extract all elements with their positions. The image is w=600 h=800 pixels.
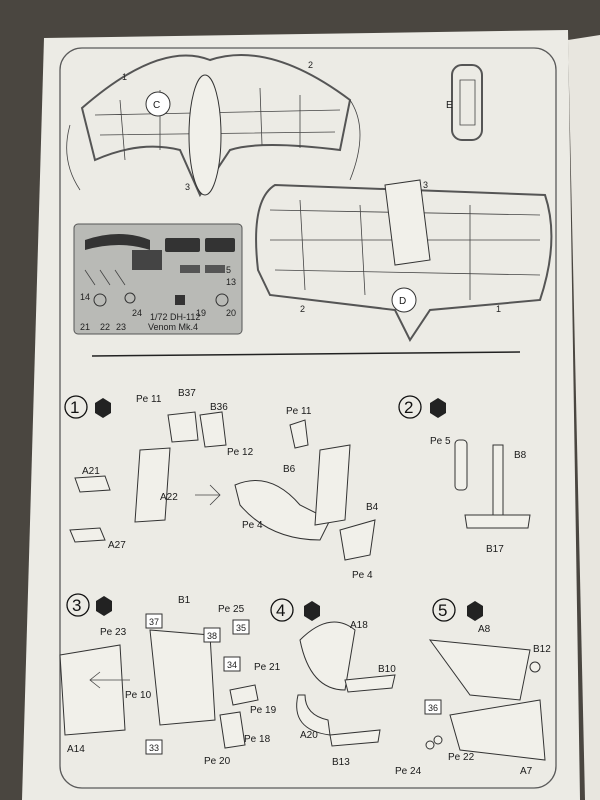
step-3-part-pe23: Pe 23 bbox=[100, 627, 127, 638]
step-3-number: 3 bbox=[72, 596, 81, 615]
step-4-part-a18: A18 bbox=[350, 620, 368, 631]
section-divider bbox=[91, 351, 521, 357]
sprue-d-letter: D bbox=[399, 296, 406, 307]
step-1-part-a22: A22 bbox=[160, 492, 178, 503]
sprue-c-diagram: C 1 2 3 bbox=[66, 54, 361, 198]
sprue-c-num-2: 2 bbox=[308, 60, 313, 70]
step-3-part-pe21: Pe 21 bbox=[254, 662, 281, 673]
step-3-part-b1: B1 bbox=[178, 595, 191, 606]
pe-num-22: 22 bbox=[100, 322, 110, 332]
pe-num-14: 14 bbox=[80, 292, 90, 302]
step-3-part-38: 38 bbox=[207, 631, 217, 641]
step-5-part-pe24: Pe 24 bbox=[395, 766, 422, 777]
sprue-d-num-1: 1 bbox=[496, 304, 501, 314]
sprue-d-diagram: D 3 1 2 bbox=[255, 179, 553, 342]
pe-num-19: 19 bbox=[196, 308, 206, 318]
step-5-part-a7: A7 bbox=[520, 766, 533, 777]
step-1-part-b36: B36 bbox=[210, 402, 228, 413]
sprue-c-num-3: 3 bbox=[185, 182, 190, 192]
step-1-part-pe4-b: Pe 4 bbox=[352, 570, 373, 581]
pe-num-24: 24 bbox=[132, 308, 142, 318]
step-4: 4 A18 B10 A20 B13 bbox=[270, 598, 396, 768]
step-1-part-pe11-a: Pe 11 bbox=[136, 394, 162, 405]
sprue-c-num-1: 1 bbox=[122, 72, 127, 82]
pe-num-20: 20 bbox=[226, 308, 236, 318]
step-5-part-pe22: Pe 22 bbox=[448, 752, 475, 763]
step-5-number: 5 bbox=[438, 601, 447, 620]
sprue-d-num-2: 2 bbox=[300, 304, 305, 314]
sprue-e-diagram: E bbox=[446, 64, 483, 141]
next-page-edge bbox=[568, 35, 600, 800]
sprue-d-num-3: 3 bbox=[423, 180, 428, 190]
step-3-part-pe19: Pe 19 bbox=[250, 705, 277, 716]
pe-num-13: 13 bbox=[226, 277, 236, 287]
step-3-part-33: 33 bbox=[149, 743, 159, 753]
step-5-part-b12: B12 bbox=[533, 644, 551, 655]
step-4-part-b13: B13 bbox=[332, 757, 350, 768]
pe-num-5: 5 bbox=[226, 265, 231, 275]
step-2-part-pe5: Pe 5 bbox=[430, 436, 451, 447]
step-5: 5 A8 B12 36 Pe 22 Pe 24 A7 bbox=[395, 598, 551, 777]
page bbox=[22, 30, 580, 800]
step-1-number: 1 bbox=[70, 398, 79, 417]
step-1-part-b6: B6 bbox=[283, 464, 296, 475]
page-border bbox=[59, 47, 557, 789]
step-1: 1 Pe 11 B37 B36 Pe 12 A21 A22 A27 Pe 11 … bbox=[64, 388, 379, 581]
step-2-part-b17: B17 bbox=[486, 544, 504, 555]
step-4-number: 4 bbox=[276, 601, 285, 620]
step-1-part-b4: B4 bbox=[366, 502, 379, 513]
step-3-part-a14: A14 bbox=[67, 744, 85, 755]
step-1-part-pe4-a: Pe 4 bbox=[242, 520, 263, 531]
step-4-part-b10: B10 bbox=[378, 664, 396, 675]
sprue-c-letter: C bbox=[153, 100, 160, 111]
step-3-part-pe20: Pe 20 bbox=[204, 756, 231, 767]
step-3-part-pe25: Pe 25 bbox=[218, 604, 245, 615]
step-3-part-37: 37 bbox=[149, 617, 159, 627]
step-2-number: 2 bbox=[404, 398, 413, 417]
step-3-part-34: 34 bbox=[227, 660, 237, 670]
sprue-e-letter: E bbox=[446, 100, 453, 111]
step-2: 2 Pe 5 B8 B17 bbox=[398, 395, 531, 555]
step-3: 3 B1 Pe 25 37 38 35 Pe 23 34 Pe 21 Pe 19… bbox=[59, 593, 281, 767]
step-3-part-pe18: Pe 18 bbox=[244, 734, 271, 745]
step-2-part-b8: B8 bbox=[514, 450, 527, 461]
step-1-part-pe11-b: Pe 11 bbox=[286, 406, 312, 417]
step-1-part-a21: A21 bbox=[82, 466, 100, 477]
pe-num-23: 23 bbox=[116, 322, 126, 332]
step-5-part-36: 36 bbox=[428, 703, 438, 713]
photoetch-title-model: Venom Mk.4 bbox=[148, 322, 198, 332]
step-3-part-35: 35 bbox=[236, 623, 246, 633]
photoetch-title-scale: 1/72 DH-112 bbox=[150, 312, 200, 322]
step-1-part-pe12: Pe 12 bbox=[227, 447, 254, 458]
step-1-part-b37: B37 bbox=[178, 388, 196, 399]
photoetch-fret: 1/72 DH-112 Venom Mk.4 21 22 23 24 20 19… bbox=[73, 223, 243, 335]
step-1-part-a27: A27 bbox=[108, 540, 126, 551]
step-5-part-a8: A8 bbox=[478, 624, 491, 635]
step-3-part-pe10: Pe 10 bbox=[125, 690, 152, 701]
pe-num-21: 21 bbox=[80, 322, 90, 332]
step-4-part-a20: A20 bbox=[300, 730, 318, 741]
